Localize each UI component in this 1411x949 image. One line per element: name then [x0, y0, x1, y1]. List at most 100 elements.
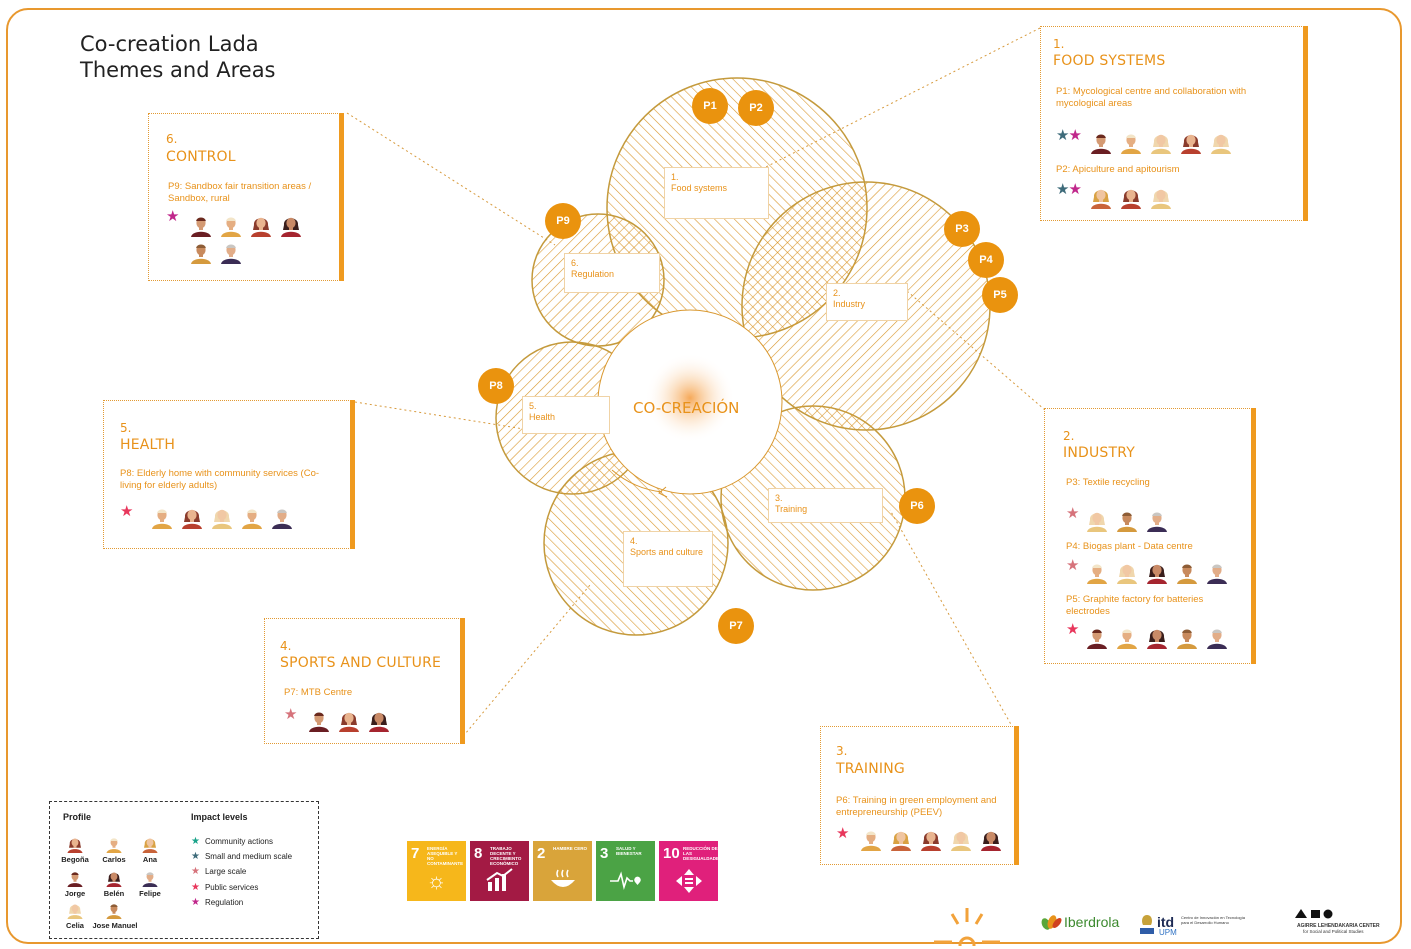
avatar-belen-icon [105, 869, 123, 887]
impact-stars-p3: ★ [1066, 505, 1079, 522]
sdg-3-tile: 3 SALUD Y BIENESTAR [596, 841, 655, 901]
profiles-p2 [1089, 185, 1173, 209]
person-avatar-icon [949, 827, 973, 851]
bubble-p2[interactable]: P2 [738, 90, 774, 126]
profiles-p4 [1085, 560, 1229, 584]
person-avatar-icon [1145, 625, 1169, 649]
agirre-logo-text: AGIRRE LEHENDAKARIA CENTER [1297, 923, 1380, 929]
label-num: 1. [671, 172, 679, 182]
bubble-p6[interactable]: P6 [899, 488, 935, 524]
person-avatar-icon [1145, 508, 1169, 532]
person-avatar-icon [219, 240, 243, 264]
iberdrola-leaf-icon [1041, 915, 1062, 930]
card-title: HEALTH [120, 437, 176, 453]
person-avatar-icon [1115, 508, 1139, 532]
sdg-number: 7 [411, 845, 420, 862]
bowl-icon [533, 868, 592, 898]
card-number: 3. [836, 744, 848, 758]
star-icon: ★ [191, 866, 200, 877]
card-accent-bar [1014, 726, 1019, 865]
label-name: Training [775, 504, 808, 514]
impact-stars-p9: ★ [166, 208, 179, 225]
profiles-p7 [307, 708, 391, 732]
label-num: 6. [571, 258, 579, 268]
card-training: 3. TRAINING P6: Training in green employ… [820, 726, 1019, 865]
star-icon: ★ [191, 882, 200, 893]
project-p3-text: P3: Textile recycling [1066, 477, 1150, 488]
bubble-p3[interactable]: P3 [944, 211, 980, 247]
profiles-p5 [1085, 625, 1229, 649]
iberdrola-logo: Iberdrola [1040, 913, 1119, 931]
sun-logo-icon [934, 908, 1000, 946]
sdg-number: 3 [600, 845, 609, 862]
avatar-begona-icon [66, 835, 84, 853]
avatar-carlos-icon [105, 835, 123, 853]
bubble-p4[interactable]: P4 [968, 242, 1004, 278]
card-accent-bar [350, 400, 355, 549]
person-avatar-icon [367, 708, 391, 732]
card-accent-bar [339, 113, 344, 281]
card-sports-culture: 4. SPORTS AND CULTURE P7: MTB Centre ★ [264, 618, 465, 744]
impact-stars-p2: ★★ [1056, 181, 1082, 198]
project-p7-text: P7: MTB Centre [284, 687, 353, 698]
itd-logo-text: itd [1157, 914, 1175, 930]
person-avatar-icon [1089, 130, 1113, 154]
card-title: INDUSTRY [1063, 445, 1136, 461]
person-avatar-icon [240, 505, 264, 529]
project-p1-text: P1: Mycological centre and collaboration… [1056, 86, 1247, 109]
profiles-p9-row2 [189, 240, 243, 264]
person-avatar-icon [979, 827, 1003, 851]
person-avatar-icon [1149, 185, 1173, 209]
bubble-p8[interactable]: P8 [478, 368, 514, 404]
profile-name: Belén [103, 889, 125, 898]
sdg-number: 2 [537, 845, 546, 862]
growth-chart-icon [470, 868, 529, 898]
sdg-text: HAMBRE CERO [553, 846, 588, 851]
profiles-p8 [150, 505, 294, 529]
card-title: CONTROL [166, 149, 236, 165]
legend-impact-heading: Impact levels [191, 812, 248, 822]
connector-control [346, 112, 556, 246]
card-accent-bar [460, 618, 465, 744]
card-title: TRAINING [836, 761, 905, 777]
sdg-number: 8 [474, 845, 483, 862]
sdg-text: REDUCCIÓN DE LAS DESIGUALDADES [683, 846, 723, 861]
legend: Profile Impact levels Begoña Carlos Ana … [49, 801, 319, 939]
bubble-p7[interactable]: P7 [718, 608, 754, 644]
bubble-p9[interactable]: P9 [545, 203, 581, 239]
person-avatar-icon [1205, 625, 1229, 649]
profile-name: Felipe [139, 889, 161, 898]
circle-label-health: 5. Health [522, 396, 610, 434]
person-avatar-icon [1209, 130, 1233, 154]
bubble-p1[interactable]: P1 [692, 88, 728, 124]
profiles-p6 [859, 827, 1003, 851]
profile-name: Carlos [102, 855, 126, 864]
person-avatar-icon [307, 708, 331, 732]
sun-icon: ☼ [426, 868, 447, 893]
person-avatar-icon [889, 827, 913, 851]
card-number: 2. [1063, 429, 1075, 443]
level-label: Large scale [204, 867, 247, 876]
profile-name: Jose Manuel [92, 921, 138, 930]
legend-profile-heading: Profile [63, 812, 92, 822]
impact-stars-p4: ★ [1066, 557, 1079, 574]
person-avatar-icon [1115, 560, 1139, 584]
equality-icon [659, 868, 718, 900]
bubble-p5[interactable]: P5 [982, 277, 1018, 313]
agirre-shapes-icon [1292, 906, 1362, 919]
sdg-10-tile: 10 REDUCCIÓN DE LAS DESIGUALDADES [659, 841, 723, 901]
person-avatar-icon [189, 213, 213, 237]
impact-stars-p5: ★ [1066, 621, 1079, 638]
level-public-services: ★Public services [191, 882, 258, 893]
person-avatar-icon [210, 505, 234, 529]
label-name: Industry [833, 299, 866, 309]
avatar-felipe-icon [141, 869, 159, 887]
person-avatar-icon [1205, 560, 1229, 584]
card-number: 5. [120, 421, 132, 435]
title-line-1: Co-creation Lada [80, 32, 259, 56]
agirre-subtitle: for Social and Political Studies [1303, 929, 1364, 934]
center-arrow-head [658, 486, 668, 498]
circle-label-food: 1. Food systems [664, 167, 769, 219]
title-line-2: Themes and Areas [80, 58, 276, 82]
label-num: 2. [833, 288, 841, 298]
